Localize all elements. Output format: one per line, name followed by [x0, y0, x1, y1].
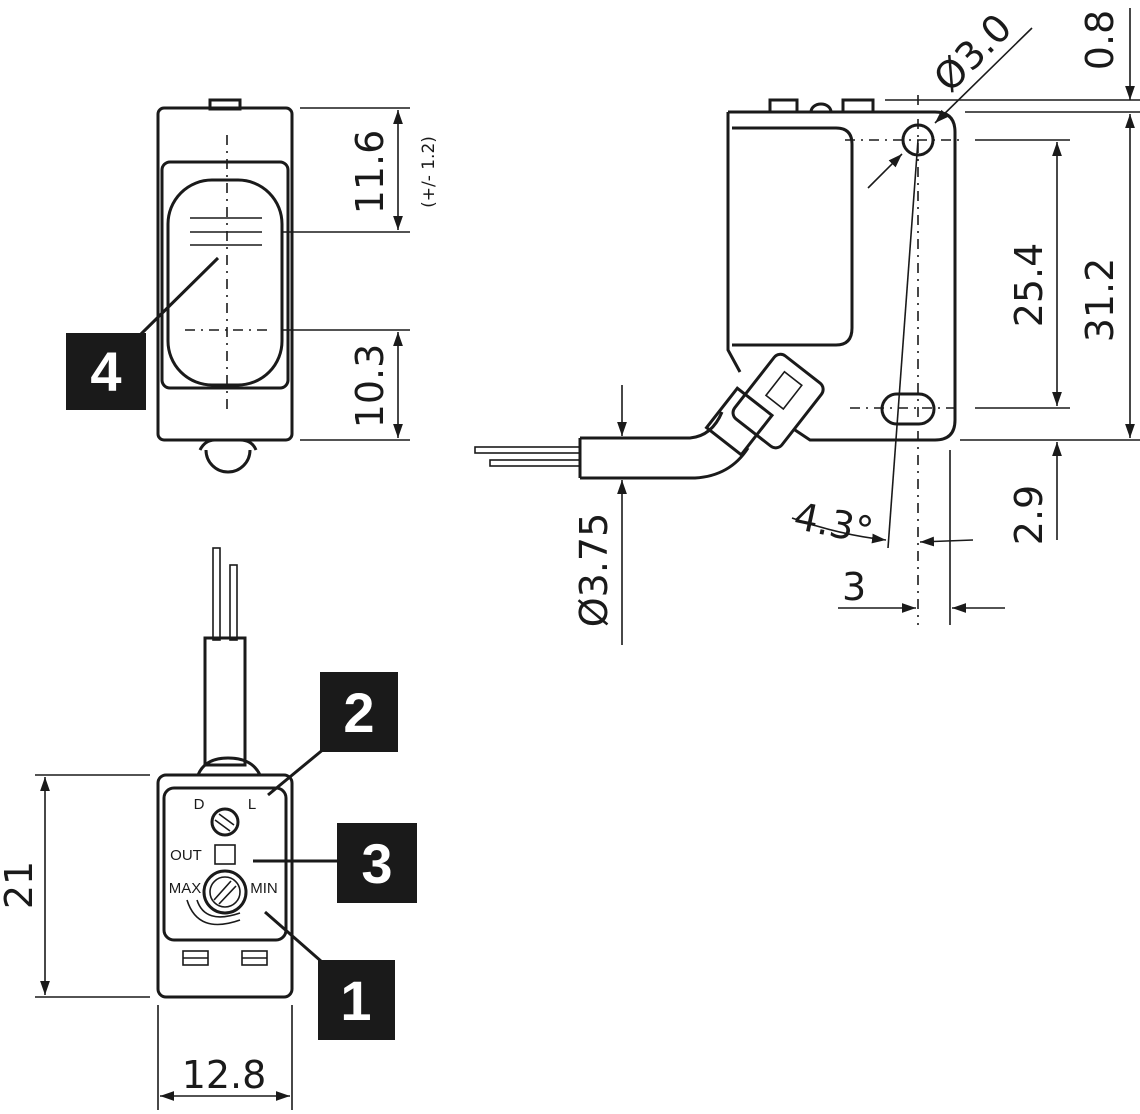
label-max: MAX	[169, 880, 202, 897]
dim-21: 21	[0, 861, 41, 909]
lens-window	[166, 178, 284, 387]
label-l: L	[248, 796, 256, 813]
callout-box-3	[337, 823, 417, 903]
label-out: OUT	[170, 847, 202, 864]
sensitivity-potentiometer[interactable]	[186, 869, 248, 926]
callout-3: 3	[361, 832, 392, 895]
cable-connector	[704, 352, 825, 457]
angle-4-3: 4.3°	[790, 494, 877, 554]
dim-0-8: 0.8	[1078, 10, 1122, 70]
callout-box-4	[66, 333, 146, 410]
dim-3: 3	[842, 565, 866, 609]
callout-1: 1	[340, 969, 371, 1032]
dim-11-6: 11.6	[348, 130, 392, 215]
dim-2-9: 2.9	[1007, 485, 1051, 545]
callout-2: 2	[343, 681, 374, 744]
cable-diameter: Ø3.75	[572, 513, 616, 628]
front-view: 11.6 (+/- 1.2) 10.3 4	[66, 98, 439, 474]
callout-box-1	[318, 960, 395, 1040]
dim-25-4: 25.4	[1007, 243, 1051, 328]
callout-box-2	[320, 672, 398, 752]
dim-31-2: 31.2	[1078, 258, 1122, 343]
label-d: D	[194, 796, 205, 813]
label-min: MIN	[250, 880, 278, 897]
dark-light-switch[interactable]	[210, 807, 240, 837]
output-indicator	[214, 844, 236, 865]
dim-12-8: 12.8	[182, 1053, 267, 1097]
bottom-view: D L OUT MAX MIN 21 12.8 2 3 1	[0, 547, 417, 1110]
dim-10-3: 10.3	[348, 344, 392, 429]
side-view: Ø3.0 0.8 31.2 25.4 2.9 4.3° 3 Ø3.75	[474, 5, 1140, 645]
mounting-slot	[880, 392, 936, 426]
callout-4: 4	[90, 340, 121, 403]
dim-tolerance: (+/- 1.2)	[419, 136, 439, 208]
